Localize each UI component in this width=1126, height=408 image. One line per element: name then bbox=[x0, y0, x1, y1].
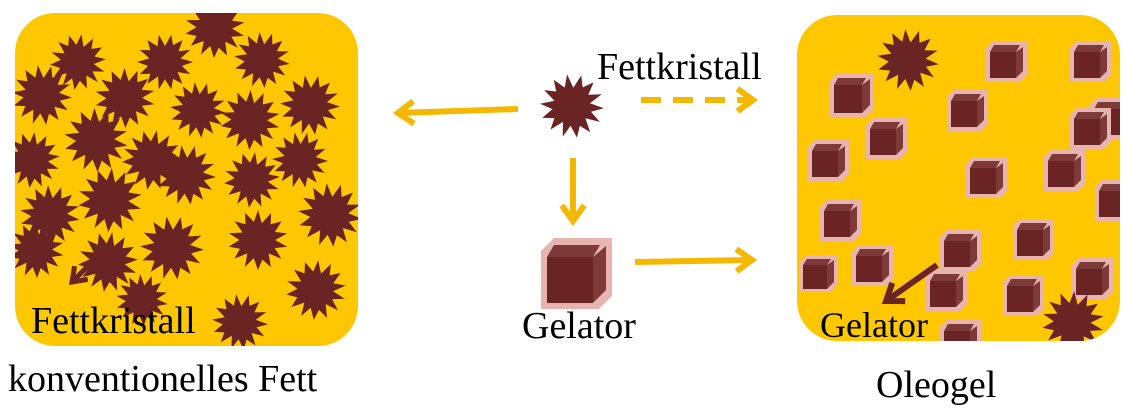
fat-crystal-star-icon bbox=[540, 74, 604, 138]
oleogel-network bbox=[800, 29, 1120, 341]
gelator-cube-icon bbox=[866, 118, 907, 159]
fat-crystal-star-icon bbox=[116, 274, 168, 326]
arrow-gelator-to-oleogel bbox=[634, 246, 758, 274]
fat-crystal-star-icon bbox=[228, 210, 288, 270]
gelator-cube-icon bbox=[830, 73, 874, 117]
fat-crystal-star-icon bbox=[170, 82, 226, 138]
gelator-cube-icon bbox=[852, 245, 893, 286]
gelator-cube-icon bbox=[1003, 275, 1044, 316]
fat-crystal-star-icon bbox=[234, 32, 290, 88]
gelator-cube-icon bbox=[541, 238, 612, 309]
fat-crystal-star-icon bbox=[78, 168, 142, 232]
conventional-fat-crystal-label: Fettkristall bbox=[31, 300, 196, 342]
fat-crystal-star-icon bbox=[78, 232, 138, 292]
gelator-cube-icon bbox=[1044, 150, 1085, 191]
gelator-cube-icon bbox=[1070, 108, 1111, 149]
gelator-cube-icon bbox=[800, 255, 837, 292]
gelator-cube-icon bbox=[966, 157, 1007, 198]
fat-crystal-star-icon bbox=[50, 34, 106, 90]
gelator-cube-icon bbox=[1072, 258, 1113, 299]
fat-crystal-star-icon bbox=[212, 294, 268, 346]
fat-crystal-star-icon bbox=[877, 29, 939, 91]
fat-crystal-star-icon bbox=[140, 216, 204, 280]
conventional-fat-crystals bbox=[15, 13, 358, 346]
center-components bbox=[540, 74, 612, 309]
arrow-to-gelator bbox=[559, 158, 587, 227]
conventional-fat-caption: konventionelles Fett bbox=[8, 358, 318, 400]
fat-crystal-star-icon bbox=[1042, 291, 1104, 341]
fat-crystal-star-icon bbox=[298, 183, 358, 247]
fat-crystal-star-icon bbox=[220, 90, 280, 150]
oleogel-gelator-label: Gelator bbox=[820, 305, 928, 345]
oleogel-caption: Oleogel bbox=[876, 364, 997, 406]
fat-crystal-star-icon bbox=[64, 108, 128, 172]
fat-crystal-star-icon bbox=[137, 34, 193, 90]
fat-crystal-star-icon bbox=[15, 132, 60, 188]
pointer-arrow bbox=[881, 262, 939, 305]
gelator-cube-icon bbox=[986, 41, 1027, 82]
fat-crystal-star-icon bbox=[95, 68, 155, 128]
fat-crystal-star-icon bbox=[15, 222, 64, 278]
gelator-cube-icon bbox=[1013, 219, 1054, 260]
gelator-cube-icon bbox=[940, 320, 981, 341]
gelator-cube-icon bbox=[820, 200, 861, 241]
arrow-to-conventional-fat bbox=[392, 98, 519, 127]
dashed-arrow-to-oleogel bbox=[641, 86, 759, 114]
fat-crystal-star-icon bbox=[272, 132, 328, 188]
gelator-cube-icon bbox=[808, 140, 849, 181]
gelator-cube-icon bbox=[1070, 41, 1111, 82]
gelator-cube-icon bbox=[1095, 180, 1120, 221]
gelator-cube-icon bbox=[926, 270, 967, 311]
gelator-label: Gelator bbox=[522, 305, 636, 347]
gelator-cube-icon bbox=[947, 90, 988, 131]
fat-crystal-star-icon bbox=[286, 260, 346, 320]
fat-crystal-label: Fettkristall bbox=[597, 46, 762, 88]
transformation-arrows bbox=[392, 86, 759, 274]
fat-crystal-star-icon bbox=[224, 152, 280, 208]
fat-crystal-star-icon bbox=[280, 75, 340, 135]
pointer-arrow bbox=[68, 248, 106, 286]
gelator-cube-icon bbox=[940, 230, 981, 271]
fat-crystal-star-icon bbox=[185, 13, 245, 58]
fat-crystal-star-icon bbox=[156, 145, 216, 205]
fat-crystal-star-icon bbox=[15, 65, 72, 125]
